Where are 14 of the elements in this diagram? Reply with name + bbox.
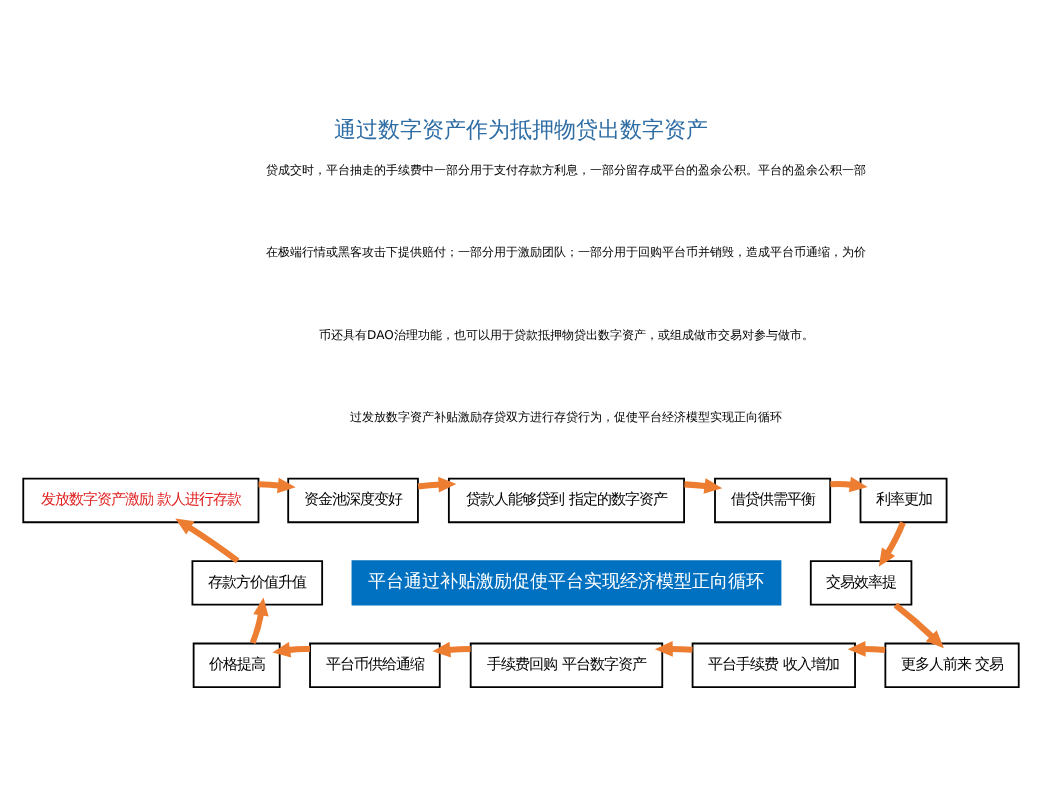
arrow (892, 601, 943, 648)
arrow (877, 520, 905, 566)
arrow (653, 640, 692, 656)
arrow (248, 596, 268, 644)
arrow (683, 477, 722, 493)
arrow (271, 641, 309, 657)
arrow (257, 476, 295, 493)
node-box: 平台通过补贴激励促使平台实现经济模型正向循环 (350, 559, 781, 605)
arrow (846, 640, 885, 656)
arrow (416, 475, 456, 492)
arrow (829, 475, 867, 492)
arrow (174, 517, 239, 563)
diagram-title: 通过数字资产作为抵押物贷出数字资产 (333, 116, 707, 143)
arrow (431, 640, 470, 657)
